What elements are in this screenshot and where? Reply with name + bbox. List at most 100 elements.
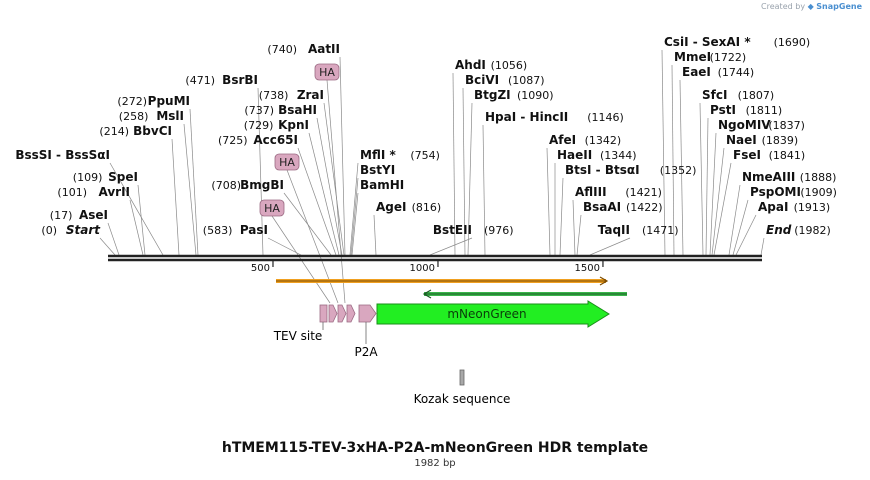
site-pspomi-name[interactable]: PspOMI xyxy=(750,185,801,199)
site-pspomi-position: (1909) xyxy=(800,186,837,199)
site-connector xyxy=(99,237,116,256)
site-afliii-name[interactable]: AflIII xyxy=(575,185,607,199)
site-csii-sexai-position: (1690) xyxy=(774,36,811,49)
site-bsteii-position: (976) xyxy=(484,224,514,237)
site-sfci-position: (1807) xyxy=(738,89,775,102)
plasmid-map: Start(0)AseI(17)AvrII(101)SpeI(109)BssSI… xyxy=(0,35,837,406)
site-nmeaiii-name[interactable]: NmeAIII xyxy=(742,170,795,184)
site-avrii-position: (101) xyxy=(57,186,87,199)
site-msli-name[interactable]: MslI xyxy=(156,109,184,123)
site-acc65i-name[interactable]: Acc65I xyxy=(253,133,298,147)
site-connector xyxy=(482,124,486,256)
site-bsaai-position: (1422) xyxy=(626,201,663,214)
site-afliii-position: (1421) xyxy=(625,186,662,199)
site-bcivi-name[interactable]: BciVI xyxy=(465,73,499,87)
site-bamhi-name[interactable]: BamHI xyxy=(360,178,404,192)
primer-reverse-arrowhead-icon xyxy=(422,289,432,299)
site-connector xyxy=(711,147,725,256)
tev-site-label: TEV site xyxy=(273,329,323,343)
site-pasi-name[interactable]: PasI xyxy=(240,223,268,237)
site-bsahi-name[interactable]: BsaHI xyxy=(278,103,317,117)
ruler-tick-label: 1000 xyxy=(410,263,435,274)
site-kpni-name[interactable]: KpnI xyxy=(278,118,309,132)
site-spei-name[interactable]: SpeI xyxy=(108,170,138,184)
site-ppumi-name[interactable]: PpuMI xyxy=(148,94,190,108)
ha-badge[interactable] xyxy=(259,199,285,217)
site-bsssi-bsss-i-name[interactable]: BssSI - BssSαI xyxy=(15,148,110,162)
site-connector xyxy=(189,108,199,256)
site-afei-position: (1342) xyxy=(585,134,622,147)
ha-badge[interactable] xyxy=(314,63,340,81)
site-connector xyxy=(316,117,343,256)
site-btsi-bts-i-name[interactable]: BtsI - BtsαI xyxy=(565,163,640,177)
map-length: 1982 bp xyxy=(414,458,456,469)
site-apai-position: (1913) xyxy=(794,201,831,214)
site-psti-name[interactable]: PstI xyxy=(710,103,736,117)
site-connector xyxy=(373,214,377,256)
site-apai-name[interactable]: ApaI xyxy=(758,200,788,214)
site-spei-position: (109) xyxy=(73,171,103,184)
site-bsteii-name[interactable]: BstEII xyxy=(433,223,472,237)
site-sfci-name[interactable]: SfcI xyxy=(702,88,727,102)
ruler-tick-label: 1500 xyxy=(575,263,600,274)
site-zrai-name[interactable]: ZraI xyxy=(297,88,324,102)
site-end-name[interactable]: End xyxy=(766,223,792,237)
site-agei-name[interactable]: AgeI xyxy=(376,200,406,214)
site-connector xyxy=(559,177,564,256)
ha-tag-features[interactable] xyxy=(328,304,356,323)
site-asei-name[interactable]: AseI xyxy=(79,208,108,222)
site-naei-name[interactable]: NaeI xyxy=(726,133,757,147)
site-eaei-name[interactable]: EaeI xyxy=(682,65,711,79)
tev-site-feature[interactable] xyxy=(319,304,328,323)
site-kpni-position: (729) xyxy=(244,119,274,132)
site-connector xyxy=(713,162,732,256)
site-connector xyxy=(679,79,684,256)
site-bstyi-name[interactable]: BstYI xyxy=(360,163,395,177)
site-psti-position: (1811) xyxy=(746,104,783,117)
site-connector xyxy=(705,117,709,256)
ha-badge-label: HA xyxy=(319,66,335,79)
site-hpai-hincii-name[interactable]: HpaI - HincII xyxy=(485,110,568,124)
site-nmeaiii-position: (1888) xyxy=(800,171,837,184)
site-bcivi-position: (1087) xyxy=(508,74,545,87)
kozak-label: Kozak sequence xyxy=(414,392,511,406)
mneongreen-feature[interactable]: mNeonGreen xyxy=(376,300,610,328)
ha-connector xyxy=(326,79,346,304)
site-connector xyxy=(760,237,765,256)
kozak-feature[interactable] xyxy=(459,369,465,386)
site-bsaai-name[interactable]: BsaAI xyxy=(583,200,621,214)
site-connector xyxy=(699,102,704,256)
site-mfli-name[interactable]: MflI * xyxy=(360,148,396,162)
site-ngomiv-name[interactable]: NgoMIV xyxy=(718,118,771,132)
primer-reverse[interactable] xyxy=(422,289,627,299)
site-connector xyxy=(576,214,582,256)
site-bbvci-name[interactable]: BbvCI xyxy=(133,124,172,138)
p2a-feature[interactable] xyxy=(358,304,377,323)
site-ahdi-name[interactable]: AhdI xyxy=(455,58,486,72)
site-bsrbi-name[interactable]: BsrBI xyxy=(222,73,258,87)
site-mmei-position: (1722) xyxy=(710,51,747,64)
site-csii-sexai-name[interactable]: CsiI - SexAI * xyxy=(664,35,751,49)
site-taqii-name[interactable]: TaqII xyxy=(598,223,630,237)
site-connector xyxy=(671,64,675,256)
site-connector xyxy=(267,237,302,256)
site-mmei-name[interactable]: MmeI xyxy=(674,50,711,64)
site-bsahi-position: (737) xyxy=(244,104,274,117)
ha-badge[interactable] xyxy=(274,153,300,171)
site-start-position: (0) xyxy=(41,224,57,237)
site-connector xyxy=(257,87,264,256)
site-haeii-position: (1344) xyxy=(600,149,637,162)
site-start-name[interactable]: Start xyxy=(66,223,101,237)
site-haeii-name[interactable]: HaeII xyxy=(557,148,592,162)
site-msli-position: (258) xyxy=(119,110,149,123)
site-bmgbi-name[interactable]: BmgBI xyxy=(240,178,284,192)
site-afei-name[interactable]: AfeI xyxy=(549,133,576,147)
site-connector xyxy=(297,147,337,256)
site-btgzi-position: (1090) xyxy=(517,89,554,102)
site-aatii-name[interactable]: AatII xyxy=(308,42,340,56)
site-btgzi-name[interactable]: BtgZI xyxy=(474,88,511,102)
primer-forward[interactable] xyxy=(276,276,609,286)
site-connector xyxy=(728,184,741,256)
site-fsei-name[interactable]: FseI xyxy=(733,148,761,162)
site-avrii-name[interactable]: AvrII xyxy=(98,185,130,199)
